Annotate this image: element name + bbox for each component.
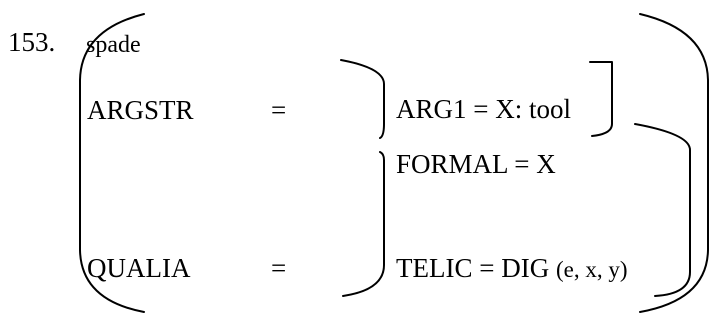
arg1-value: ARG1 = X: tool (396, 94, 571, 124)
qualia-label: QUALIA (87, 253, 191, 283)
lexical-entry-word: spade (86, 32, 141, 58)
telic-head: TELIC = DIG (396, 253, 550, 283)
telic-value: TELIC = DIG (e, x, y) (396, 255, 627, 282)
argstr-right-bracket (589, 61, 613, 137)
formal-value: FORMAL = X (396, 149, 556, 179)
argstr-left-bracket (340, 59, 385, 139)
qualia-equals: = (271, 253, 287, 283)
argstr-label: ARGSTR (87, 95, 194, 125)
entry-number: 153. (8, 27, 56, 57)
qualia-right-bracket (634, 123, 691, 297)
qualia-left-bracket (342, 151, 385, 297)
argstr-equals: = (271, 95, 287, 125)
outer-right-bracket (639, 13, 709, 313)
telic-arguments: (e, x, y) (555, 257, 628, 282)
outer-left-bracket (79, 13, 145, 313)
